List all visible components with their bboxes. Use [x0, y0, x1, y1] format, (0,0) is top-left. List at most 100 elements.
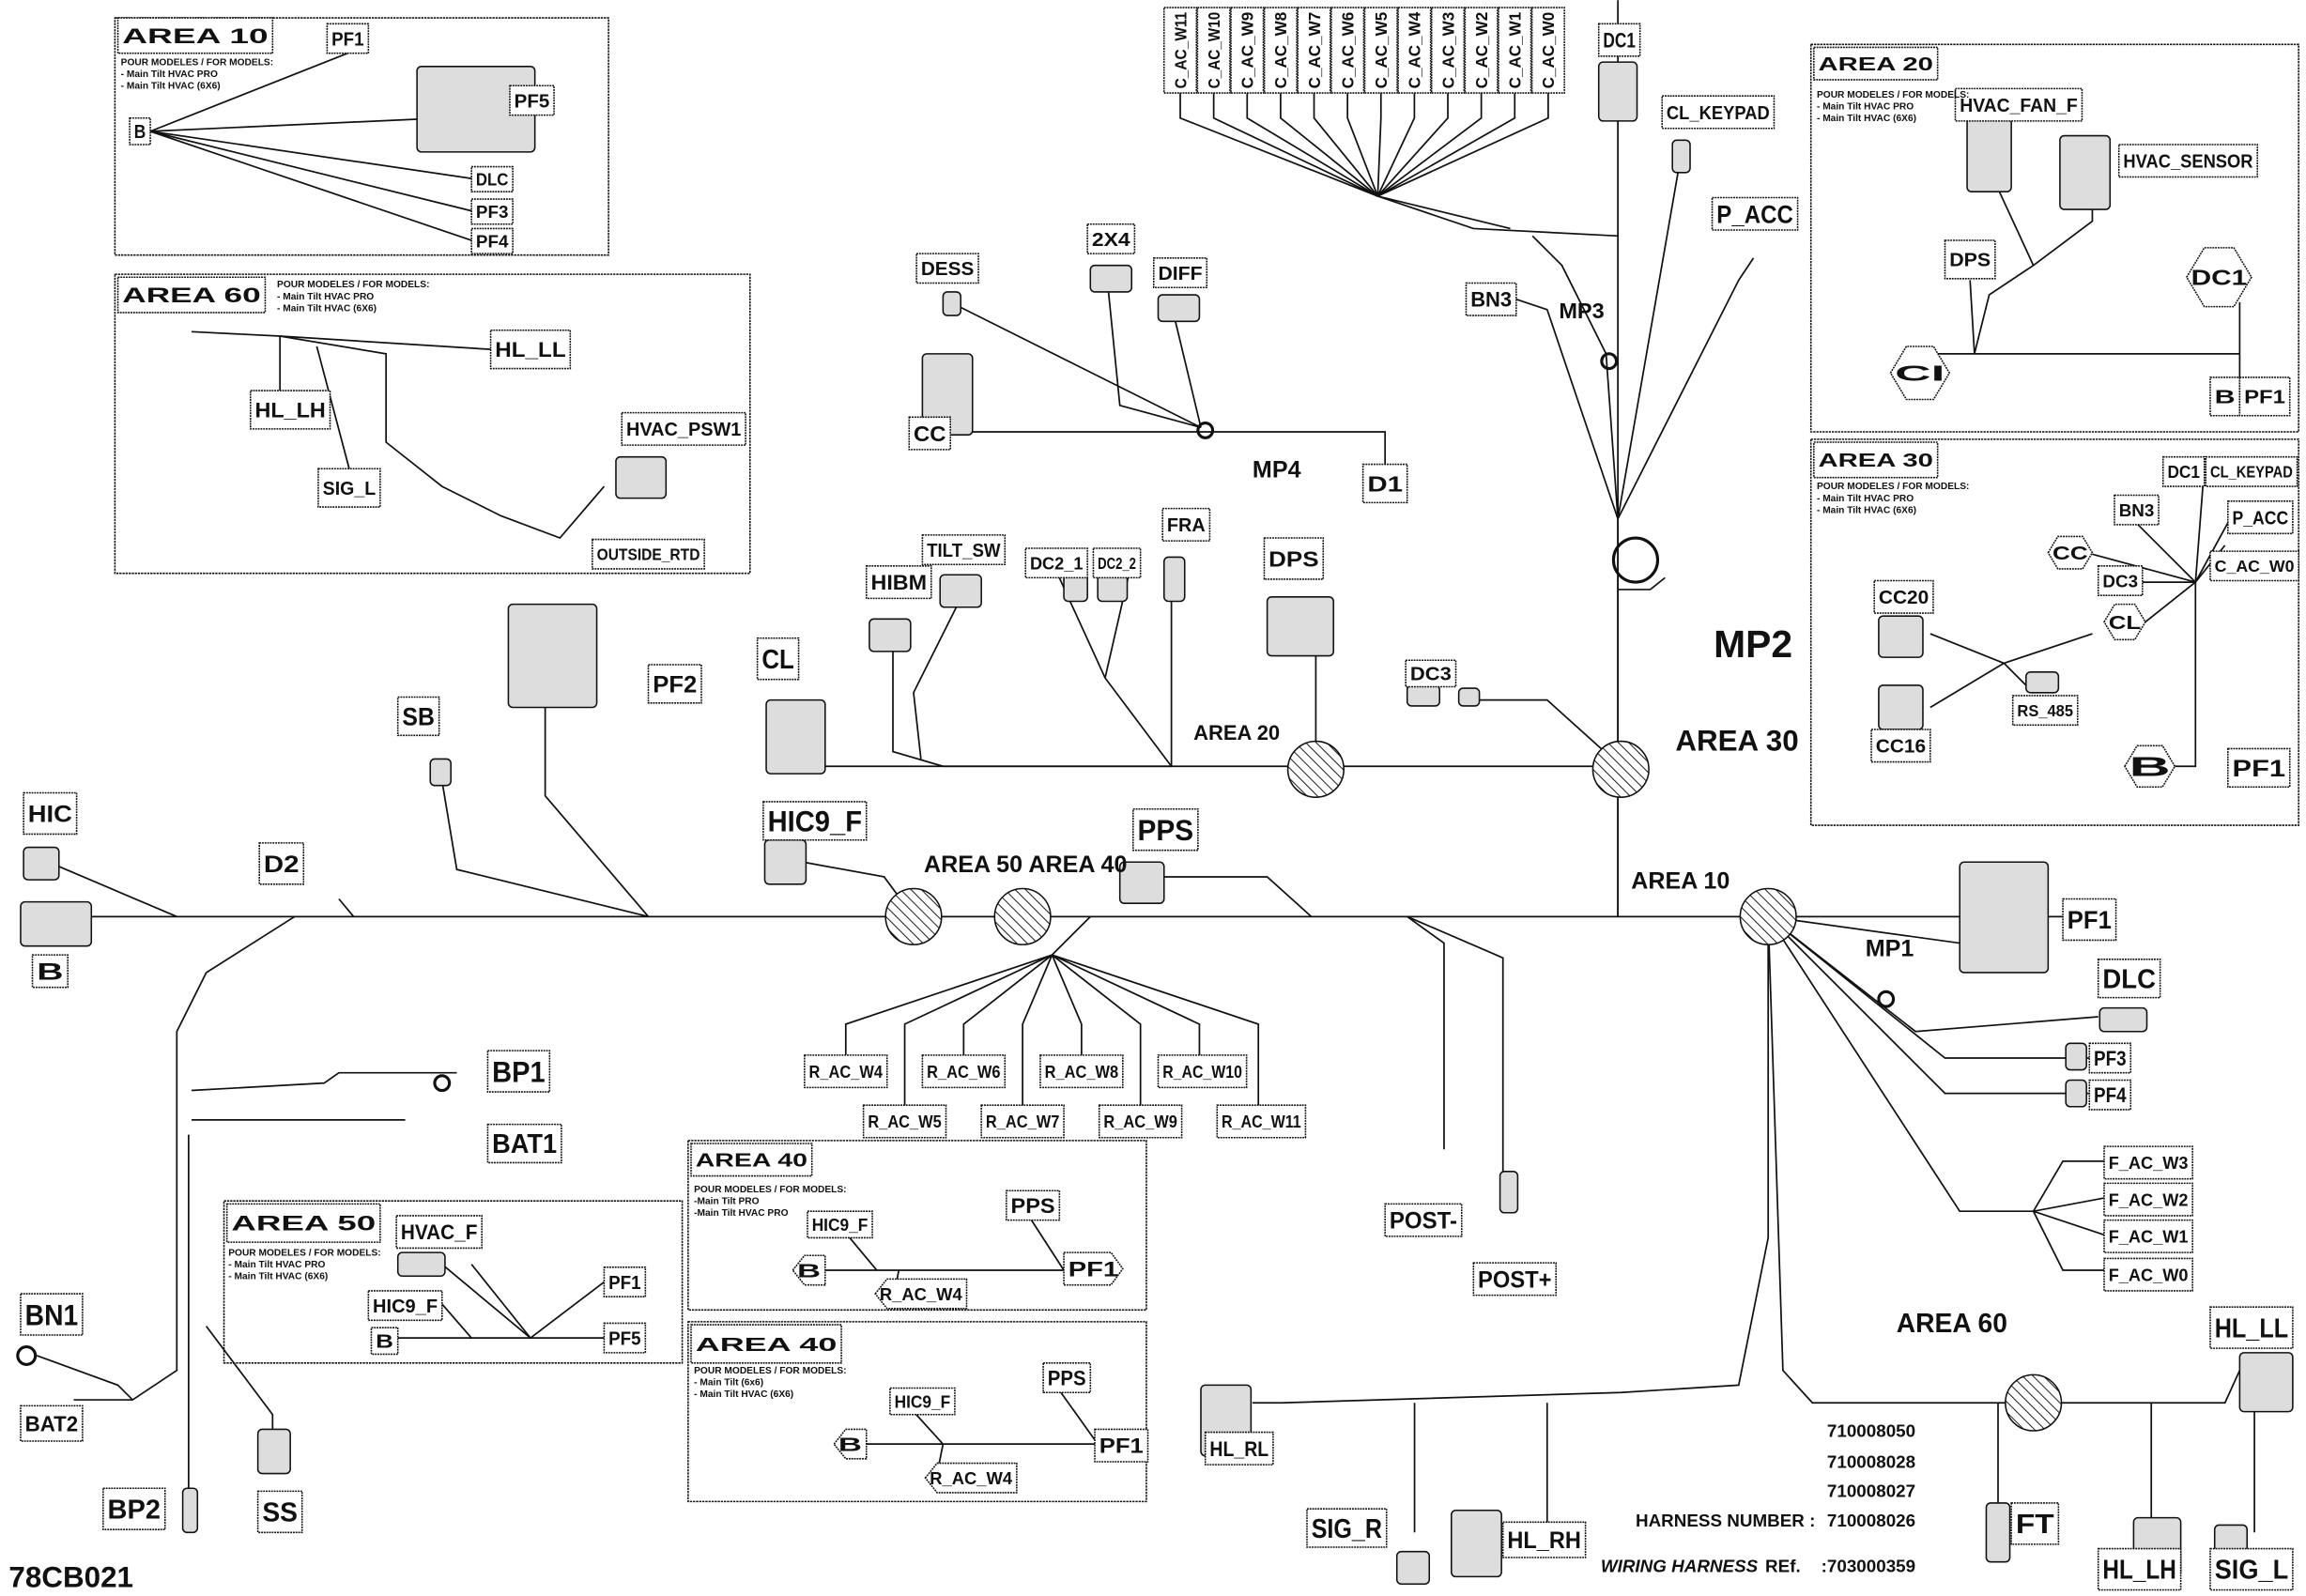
label-r-ac-w4: R_AC_W4	[804, 1054, 888, 1089]
label-box	[367, 1290, 443, 1322]
label-box	[603, 1322, 647, 1354]
label-box	[921, 1054, 1007, 1089]
label-text: AREA 30	[1675, 724, 1798, 757]
label-text: PPS	[1048, 1366, 1086, 1389]
label-box	[1098, 1104, 1183, 1139]
label-text: CC16	[1876, 737, 1926, 758]
label-text: AREA 40	[696, 1151, 807, 1172]
label-hex	[1889, 345, 1951, 401]
label-box	[1944, 239, 1996, 280]
connector-icon	[939, 574, 982, 608]
label-box	[921, 534, 1007, 566]
label-mp3: MP3	[1559, 299, 1604, 323]
label-box	[1813, 46, 1939, 81]
wire	[1531, 235, 1619, 519]
label-a40a-hic9-f: HIC9_F	[807, 1210, 873, 1239]
label-text: HL_RH	[1507, 1527, 1580, 1554]
label-text: PF2	[653, 671, 697, 698]
label-text: RS_485	[2017, 701, 2073, 720]
label-text: BAT2	[25, 1412, 78, 1436]
label-r-ac-w5: R_AC_W5	[862, 1104, 947, 1139]
label-box	[2011, 695, 2079, 727]
wire	[1346, 93, 1379, 197]
wire	[1051, 915, 1091, 956]
label-c-ac-w1: C_AC_W1	[1498, 7, 1532, 94]
label-box	[1042, 1362, 1092, 1394]
wire	[1376, 93, 1483, 197]
wire	[1376, 93, 1549, 197]
connector-icon	[1395, 1550, 1431, 1586]
wire	[1022, 954, 1053, 1106]
area50-frame	[223, 1200, 684, 1364]
label-bp1: BP1	[486, 1050, 551, 1093]
label-text: PF3	[2094, 1047, 2127, 1070]
label-text: AREA 50	[231, 1212, 376, 1235]
label-cc: CC	[908, 416, 952, 451]
label-text: AREA 30	[1819, 451, 1933, 471]
label-a10-title: AREA 10	[116, 17, 274, 54]
label-text: MP2	[1714, 622, 1792, 666]
label-box	[2097, 565, 2144, 597]
label-text: PF1	[1099, 1435, 1144, 1458]
label-text: HL_LH	[2102, 1555, 2175, 1585]
wire	[1246, 93, 1378, 197]
label-box	[1501, 1521, 1587, 1558]
model-note: - Main Tilt HVAC (6X6)	[694, 1389, 793, 1400]
label-box	[1873, 579, 1934, 614]
label-hex	[2185, 247, 2252, 308]
label-mp2: MP2	[1714, 622, 1792, 666]
wire	[2033, 1197, 2105, 1213]
label-f-ac-w2: F_AC_W2	[2103, 1182, 2193, 1217]
wire	[544, 707, 650, 917]
model-note: POUR MODELES / FOR MODELS:	[121, 57, 273, 68]
connector-icon	[1966, 116, 2012, 193]
label-box	[102, 1487, 166, 1530]
wire	[1060, 1391, 1099, 1445]
wire	[1179, 93, 1378, 197]
label-box	[2103, 1219, 2193, 1253]
label-text: C_AC_W7	[1305, 12, 1324, 89]
wire	[1173, 316, 1202, 428]
label-text: CC	[914, 422, 946, 446]
wire	[1313, 93, 1378, 197]
label-text: PF1	[2068, 906, 2112, 934]
wire	[2092, 553, 2196, 583]
wire	[1767, 916, 2241, 1404]
label-box	[31, 954, 69, 989]
connector-icon	[615, 455, 668, 499]
label-a10-pf4: PF4	[470, 227, 514, 254]
label-a20-b: B	[2209, 376, 2241, 417]
wire	[1280, 93, 1378, 197]
label-text: R_AC_W4	[930, 1468, 1012, 1488]
connector-icon	[1878, 615, 1924, 658]
label-text: SIG_R	[1312, 1513, 1382, 1543]
label-area30: AREA 30	[1675, 724, 1798, 757]
connector-icon	[1089, 264, 1133, 293]
label-a20-pf1: PF1	[2238, 376, 2291, 417]
label-text: F_AC_W3	[2109, 1153, 2189, 1173]
wire	[962, 954, 1053, 1055]
wire	[1107, 287, 1202, 429]
label-a50-b: B	[370, 1327, 399, 1356]
wire	[2135, 522, 2196, 583]
splice-area-icon	[884, 887, 943, 945]
label-text: OUTSIDE_RTD	[597, 545, 700, 563]
label-box	[1954, 87, 2083, 122]
label-arrow-left	[924, 1462, 1018, 1494]
splice-area-icon	[1591, 740, 1650, 798]
label-box	[1813, 441, 1939, 479]
label-text: P_ACC	[1716, 200, 1793, 228]
connector-icon	[2065, 1079, 2087, 1108]
wire	[1618, 576, 1666, 591]
label-box	[690, 1324, 842, 1364]
label-text: DIFF	[1158, 264, 1202, 284]
wire	[1929, 662, 2005, 709]
label-text: BN3	[1470, 288, 1512, 312]
wire	[149, 130, 472, 179]
model-note: - Main Tilt HVAC (6X6)	[228, 1271, 328, 1281]
label-box	[1430, 7, 1466, 94]
label-a40a-pps: PPS	[1006, 1189, 1061, 1221]
mp1-clip-icon	[1877, 990, 1896, 1008]
connector-icon	[2098, 1006, 2148, 1033]
label-text: F_AC_W2	[2109, 1189, 2189, 1209]
